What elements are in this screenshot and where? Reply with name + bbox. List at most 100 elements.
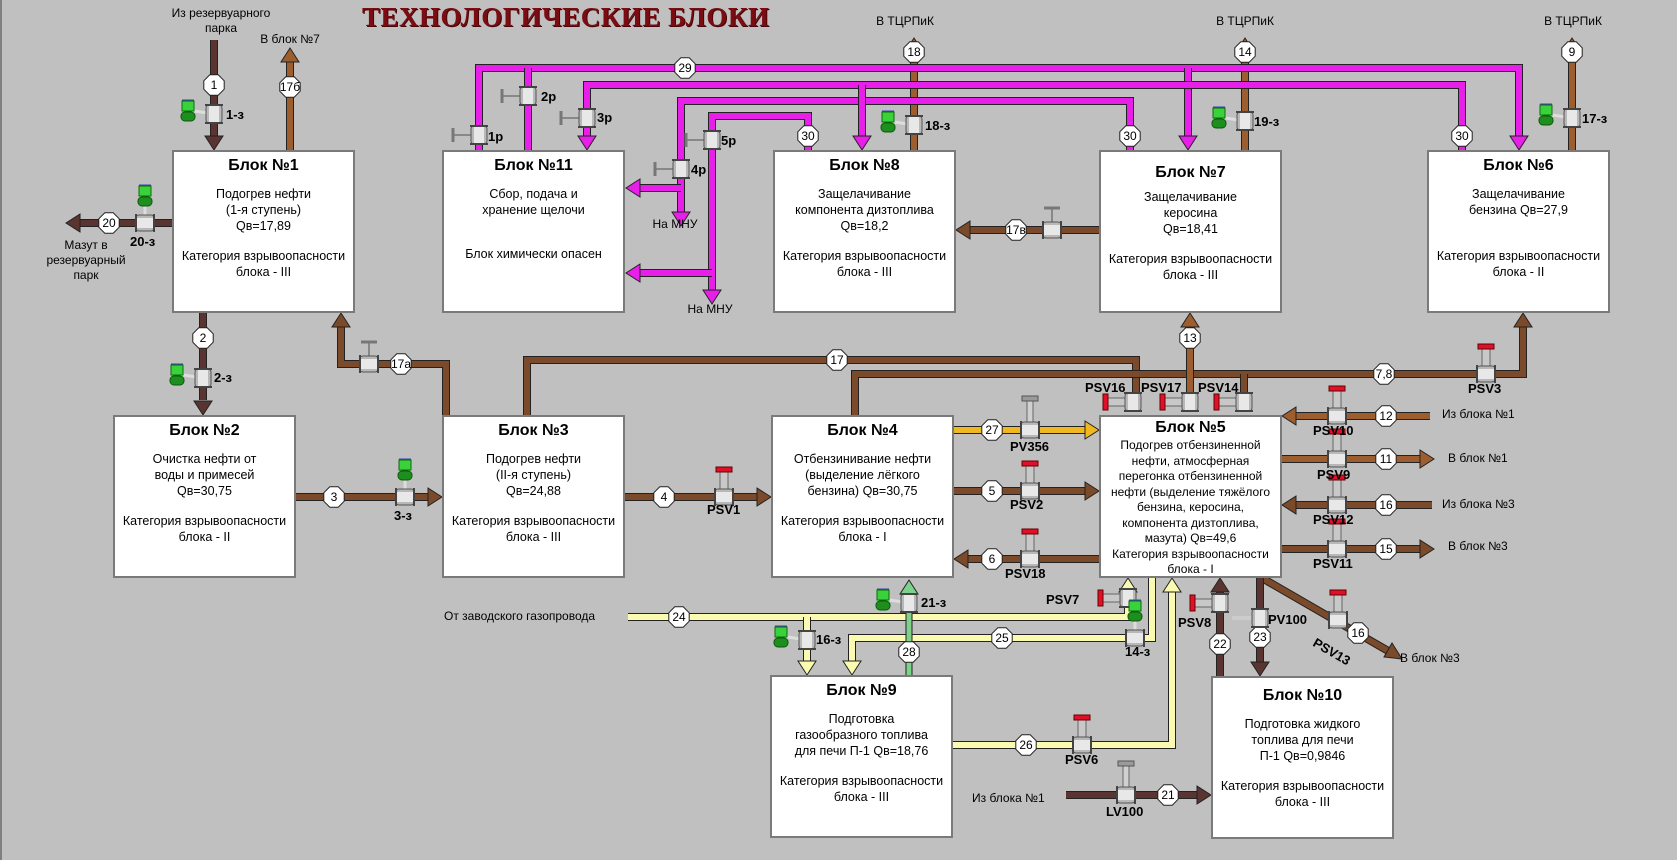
valve-psv11[interactable] (1327, 540, 1347, 558)
valve-psv8[interactable] (1211, 593, 1229, 613)
valve-psv1[interactable] (714, 488, 734, 506)
valve-label-psv2: PSV2 (1010, 497, 1044, 512)
valve-16z-actuator (773, 625, 789, 648)
valve-1p[interactable] (470, 125, 488, 145)
tag-stream-6: 6 (981, 548, 1003, 570)
block-name: Блок №6 (1483, 157, 1554, 174)
valve-psv17[interactable] (1181, 392, 1199, 412)
valve-2z[interactable] (194, 368, 212, 388)
valve-20z[interactable] (135, 214, 155, 232)
valve-label-1p: 1р (488, 129, 504, 144)
label-to-tcrpik-14: В ТЦРПиК (1216, 14, 1274, 28)
valve-1z[interactable] (205, 104, 223, 124)
tag-stream-17v: 17в (1005, 219, 1027, 241)
tag-stream-12: 12 (1375, 405, 1397, 427)
valve-label-20z: 20-з (130, 234, 156, 249)
arrow-into-block-9 (797, 660, 817, 676)
stream-number: 22 (1213, 637, 1227, 651)
label-from-block3-16: Из блока №3 (1442, 497, 1515, 511)
valve-5p[interactable] (703, 130, 721, 150)
arrow-into-block-7 (1180, 312, 1200, 328)
block-category: Категория взрывоопасности блока - III (1220, 779, 1385, 809)
valve-psv10[interactable] (1327, 407, 1347, 425)
label-to-block7: В блок №7 (260, 32, 320, 46)
label-fuel-oil-to-park: Мазут в резервуарный парк (46, 238, 126, 282)
label-to-mnu-2: На МНУ (687, 302, 733, 316)
valve-label-psv14: PSV14 (1198, 380, 1239, 395)
valve-label-psv8: PSV8 (1178, 615, 1212, 630)
stream-number: 25 (995, 631, 1009, 645)
block-category: Категория взрывоопасности блока - I (780, 514, 945, 544)
block-6[interactable]: Блок №6 Защелачивание бензина Qв=27,9 Ка… (1427, 150, 1610, 313)
valve-label-psv7: PSV7 (1046, 592, 1080, 607)
arrow-into-block-4 (756, 487, 772, 507)
valve-label-19z: 19-з (1254, 114, 1280, 129)
block-5[interactable]: Блок №5 Подогрев отбензиненной нефти, ат… (1099, 415, 1282, 578)
valve-psv16[interactable] (1124, 392, 1142, 412)
valve-19z[interactable] (1236, 111, 1254, 131)
arrow-into-block-6-alkali (1509, 135, 1529, 151)
arrow-to-block-3-diag (1383, 642, 1403, 660)
valve-16z[interactable] (798, 630, 816, 650)
valve-2p[interactable] (519, 86, 537, 106)
valve-psv6[interactable] (1072, 736, 1092, 754)
tag-stream-16-diag: 16 (1347, 622, 1369, 644)
block-1[interactable]: Блок №1 Подогрев нефти (1-я ступень) Qв=… (172, 150, 355, 313)
valve-psv14[interactable] (1235, 392, 1253, 412)
tag-stream-27: 27 (981, 419, 1003, 441)
arrow-into-block-5-16 (1281, 495, 1297, 515)
valve-label-psv6: PSV6 (1065, 752, 1099, 767)
valve-label-3z: 3-з (394, 508, 413, 523)
valve-17a[interactable] (359, 355, 379, 373)
valve-label-21z: 21-з (921, 595, 947, 610)
valve-pv356[interactable] (1020, 421, 1040, 439)
valve-18z[interactable] (905, 115, 923, 135)
valve-21z[interactable] (900, 593, 918, 613)
valve-3p[interactable] (578, 108, 596, 128)
valve-psv12[interactable] (1327, 496, 1347, 514)
valve-label-psv12: PSV12 (1313, 512, 1354, 527)
tag-stream-20: 20 (98, 212, 120, 234)
block-2[interactable]: Блок №2 Очистка нефти от воды и примесей… (113, 415, 296, 578)
valve-label-1z: 1-з (226, 107, 245, 122)
valve-17v[interactable] (1042, 221, 1062, 239)
valve-psv2[interactable] (1020, 482, 1040, 500)
stream-number: 2 (200, 331, 207, 345)
valve-18z-actuator (880, 110, 896, 133)
block-name: Блок №4 (827, 422, 898, 439)
valve-psv18[interactable] (1020, 550, 1040, 568)
valve-psv13[interactable] (1328, 611, 1348, 629)
block-8[interactable]: Блок №8 Защелачивание компонента дизтопл… (773, 150, 956, 313)
block-description: Защелачивание керосина Qв=18,41 (1144, 190, 1237, 236)
arrow-into-block-10-23 (1250, 661, 1270, 677)
stream-number: 30 (801, 129, 815, 143)
valve-4p[interactable] (672, 159, 690, 179)
block-10[interactable]: Блок №10 Подготовка жидкого топлива для … (1211, 676, 1394, 839)
tag-stream-30-block7: 30 (1119, 125, 1141, 147)
valve-17z-actuator (1538, 103, 1554, 126)
valve-label-pv100: PV100 (1268, 612, 1308, 627)
block-11[interactable]: Блок №11 Сбор, подача и хранение щелочи … (442, 150, 625, 313)
block-7[interactable]: Блок №7 Защелачивание керосина Qв=18,41 … (1099, 150, 1282, 313)
block-4[interactable]: Блок №4 Отбензинивание нефти (выделение … (771, 415, 954, 578)
valve-psv9[interactable] (1327, 450, 1347, 468)
valve-lv100[interactable] (1116, 786, 1136, 804)
valve-3z[interactable] (395, 488, 415, 506)
tag-stream-14: 14 (1234, 41, 1256, 63)
stream-number: 13 (1183, 331, 1197, 345)
valve-psv3[interactable] (1476, 365, 1496, 383)
label-from-block1-21: Из блока №1 (972, 791, 1045, 805)
arrow-to-block-3-15 (1419, 539, 1435, 559)
block-name: Блок №3 (498, 422, 569, 439)
valve-14z[interactable] (1125, 629, 1145, 647)
block-9[interactable]: Блок №9 Подготовка газообразного топлива… (770, 675, 953, 838)
valve-17z[interactable] (1563, 108, 1581, 128)
valve-label-psv3: PSV3 (1468, 381, 1502, 396)
block-name: Блок №9 (826, 682, 897, 699)
pipe-stream-16-diag (1259, 574, 1393, 656)
block-name: Блок №5 (1155, 419, 1226, 436)
block-3[interactable]: Блок №3 Подогрев нефти (II-я ступень) Qв… (442, 415, 625, 578)
pipe-stream-29 (475, 64, 1523, 150)
arrow-into-block-8 (955, 220, 971, 240)
valve-pv100[interactable] (1251, 608, 1269, 628)
